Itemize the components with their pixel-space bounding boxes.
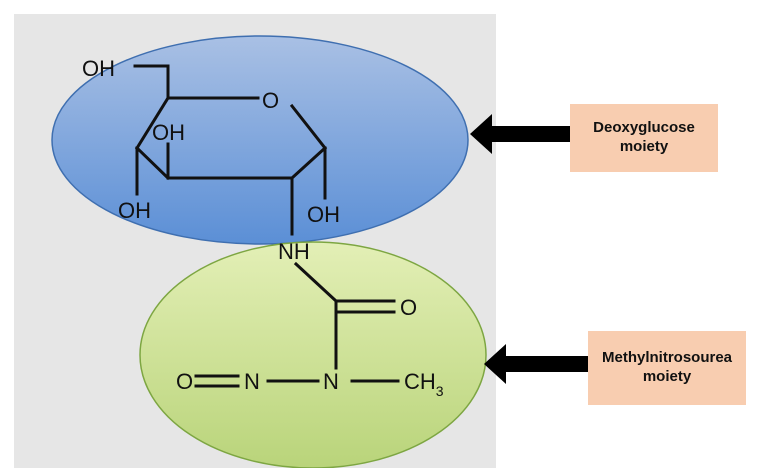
- atom-oh-middle: OH: [152, 120, 185, 145]
- bond-c1-c2: [289, 145, 328, 181]
- atom-ring-oxygen: O: [262, 88, 279, 113]
- deoxyglucose-label-line-2: moiety: [619, 138, 669, 155]
- bond-c3-c4: [134, 145, 171, 181]
- atom-oh-top: OH: [82, 56, 115, 81]
- atom-carbonyl-oxygen: O: [400, 295, 417, 320]
- atom-nh: NH: [278, 239, 310, 264]
- deoxyglucose-ellipse: [51, 35, 469, 245]
- arrow-deoxyglucose: [470, 114, 570, 154]
- bond-c4-c5: [134, 95, 171, 151]
- atom-methyl-ch: CH: [404, 369, 436, 394]
- methylnitrosourea-label-bg: [588, 331, 746, 405]
- arrow-methylnitrosourea: [484, 344, 588, 384]
- methylnitrosourea-ellipse: [139, 241, 487, 468]
- methylnitrosourea-label-line-2: moiety: [642, 368, 692, 385]
- atom-oh-right: OH: [307, 202, 340, 227]
- atom-nitrogen-1: N: [244, 369, 260, 394]
- atom-nitrogen-2: N: [323, 369, 339, 394]
- atom-labels: OH O OH OH OH NH O O N N CH3: [82, 56, 444, 399]
- urea-bonds: [194, 261, 400, 388]
- methylnitrosourea-label: Methylnitrosourea moiety: [588, 331, 746, 405]
- atom-methyl: CH3: [404, 369, 444, 399]
- deoxyglucose-label-bg: [570, 104, 718, 172]
- deoxyglucose-label-line-1: Deoxyglucose: [593, 119, 695, 137]
- atom-oh-left: OH: [118, 198, 151, 223]
- sugar-ring-bonds: [133, 64, 328, 236]
- methylnitrosourea-label-line-1: Methylnitrosourea: [601, 349, 733, 367]
- atom-nitroso-oxygen: O: [176, 369, 193, 394]
- bond-nh-carbonyl: [293, 261, 339, 304]
- atom-methyl-subscript: 3: [436, 383, 444, 399]
- bond-ring-o-c1: [289, 103, 328, 151]
- deoxyglucose-label: Deoxyglucose moiety: [570, 104, 718, 172]
